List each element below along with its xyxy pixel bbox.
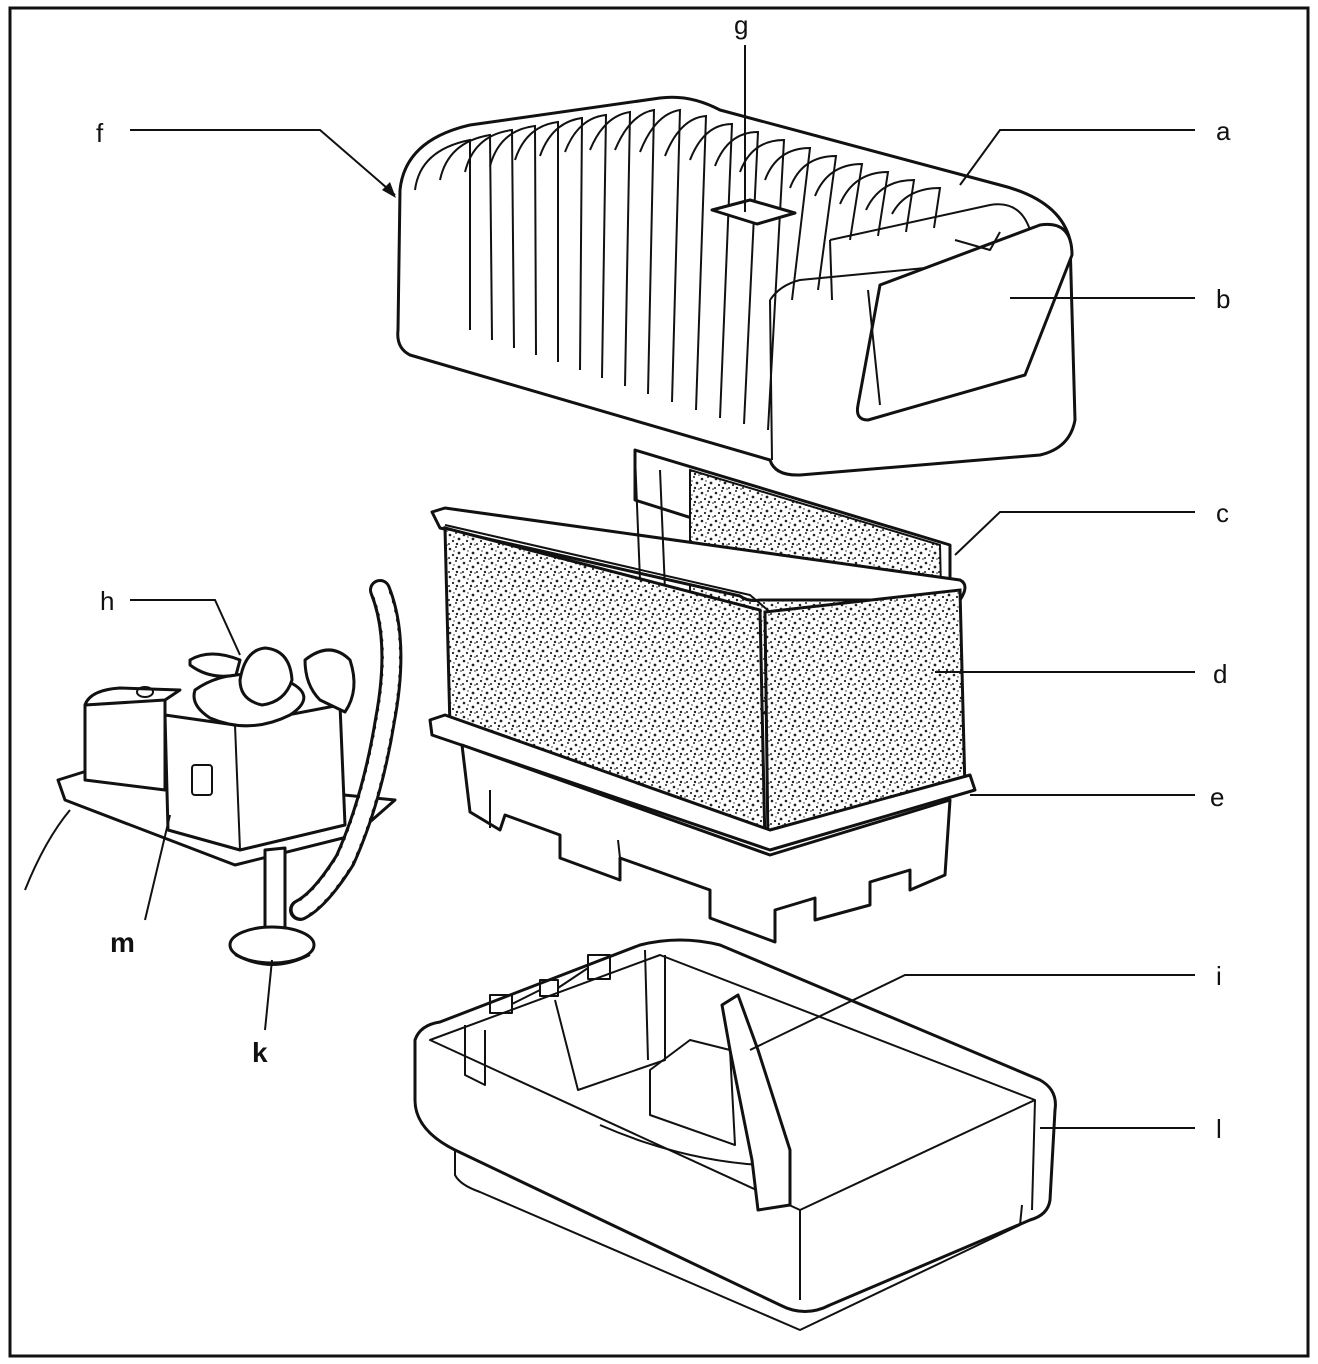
label-h: h bbox=[100, 586, 114, 616]
label-l: l bbox=[1216, 1114, 1222, 1144]
label-f: f bbox=[96, 118, 104, 148]
motor-unit bbox=[24, 579, 403, 966]
label-g: g bbox=[734, 10, 748, 40]
label-c: c bbox=[1216, 498, 1229, 528]
label-d: d bbox=[1213, 659, 1227, 689]
cover-ribs bbox=[414, 108, 942, 431]
leader-lines bbox=[130, 45, 1195, 1129]
fan bbox=[188, 646, 356, 728]
hose bbox=[289, 579, 403, 921]
label-i: i bbox=[1216, 961, 1222, 991]
filter-cartridge bbox=[428, 448, 977, 944]
label-k: k bbox=[252, 1037, 268, 1068]
label-b: b bbox=[1216, 284, 1230, 314]
top-cover bbox=[396, 95, 1077, 477]
label-e: e bbox=[1210, 782, 1224, 812]
float-lever bbox=[720, 993, 792, 1212]
arrow-f bbox=[382, 182, 396, 198]
cover-handle bbox=[710, 198, 797, 226]
part-labels: f g a b c d e h m k i l bbox=[96, 10, 1231, 1144]
figure-border bbox=[8, 6, 1310, 1358]
label-a: a bbox=[1216, 116, 1231, 146]
base-tray bbox=[413, 938, 1057, 1331]
label-m: m bbox=[110, 927, 135, 958]
side-flap bbox=[856, 222, 1074, 422]
